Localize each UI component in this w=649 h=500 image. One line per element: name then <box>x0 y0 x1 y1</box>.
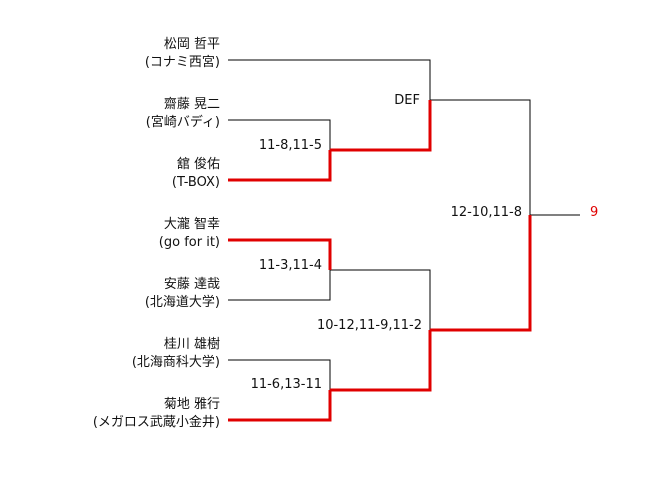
bracket-line-p5 <box>228 270 331 301</box>
player-name: 松岡 哲平 <box>163 37 220 52</box>
winner-line-r2-m2 <box>430 215 532 332</box>
winner-line-r1-m1 <box>330 100 432 152</box>
player-team: (T-BOX) <box>171 175 220 190</box>
match-score: 10-12,11-9,11-2 <box>316 318 422 333</box>
bracket-line-r2-m2-top <box>330 269 431 330</box>
player-team: (北海商科大学) <box>131 355 220 370</box>
player-team: (北海道大学) <box>144 295 220 310</box>
winner-line-p7 <box>228 390 332 422</box>
player-name: 齋藤 晃二 <box>163 97 220 112</box>
match-score: 11-8,11-5 <box>258 138 322 153</box>
player-team: (コナミ西宮) <box>144 55 220 70</box>
bracket-line-p6 <box>228 359 331 390</box>
result-label: 9 <box>590 205 599 220</box>
bracket-line-p2 <box>228 119 331 150</box>
player-name: 菊地 雅行 <box>163 397 220 412</box>
bracket-line-p1 <box>228 59 431 100</box>
player-name: 桂川 雄樹 <box>163 337 220 352</box>
player-name: 大瀧 智幸 <box>163 217 220 232</box>
winner-path <box>228 100 532 422</box>
match-score: 11-6,13-11 <box>250 377 322 392</box>
match-score: 11-3,11-4 <box>258 258 322 273</box>
winner-line-r1-m3 <box>330 330 432 392</box>
match-score: 12-10,11-8 <box>450 205 522 220</box>
match-score: DEF <box>394 93 420 108</box>
player-name: 舘 俊佑 <box>176 157 220 172</box>
winner-line-p3 <box>228 150 332 182</box>
winner-line-p4 <box>228 238 332 270</box>
bracket-line-final-top <box>430 99 531 215</box>
player-team: (メガロス武蔵小金井) <box>92 415 220 430</box>
player-team: (go for it) <box>158 235 220 250</box>
player-name: 安藤 達哉 <box>163 277 220 292</box>
player-team: (宮崎バディ) <box>145 115 220 130</box>
bracket-lines <box>228 59 580 390</box>
